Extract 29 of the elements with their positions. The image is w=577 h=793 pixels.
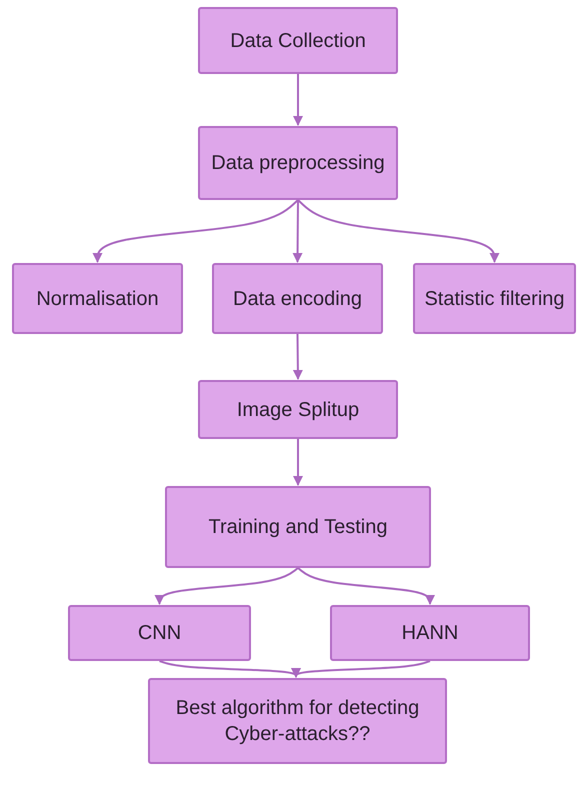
process-box (68, 605, 251, 661)
box-label: Best algorithm for detecting Cyber-attacks?? (174, 696, 420, 747)
process-box (198, 126, 398, 200)
process-box (198, 380, 398, 439)
process-box (212, 263, 383, 334)
process-box (330, 605, 530, 661)
arrow (92, 199, 299, 263)
process-box (198, 7, 398, 74)
box-label: CNN (136, 621, 182, 646)
arrow (291, 660, 430, 678)
box-label: Data Collection (229, 28, 367, 54)
box-label: Image Splitup (236, 398, 360, 422)
box-label: Data encoding (232, 286, 363, 312)
box-label: Data preprocessing (210, 151, 386, 176)
arrow (292, 334, 303, 380)
arrow (292, 200, 303, 263)
process-box (148, 678, 447, 764)
process-box (413, 263, 576, 334)
process-box (12, 263, 183, 334)
box-label: Training and Testing (207, 515, 388, 540)
arrow (293, 439, 303, 486)
process-box (165, 486, 431, 568)
box-label: Normalisation (35, 286, 160, 312)
arrow (297, 567, 435, 605)
box-label: HANN (400, 621, 460, 646)
arrow (154, 567, 299, 605)
arrow (297, 199, 500, 263)
arrow (293, 74, 303, 126)
box-label: Statistic filtering (423, 286, 566, 312)
